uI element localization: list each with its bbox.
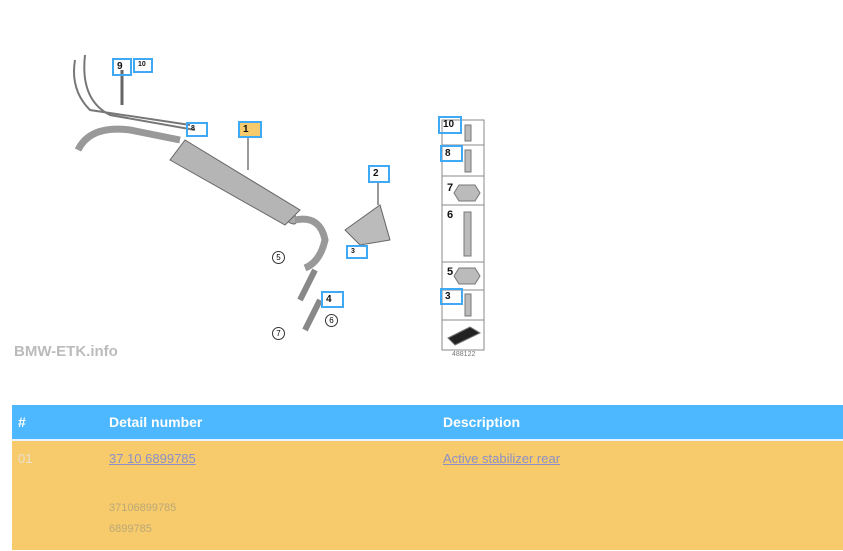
alt-number: 37106899785	[109, 502, 177, 514]
watermark: BMW-ETK.info	[14, 343, 118, 360]
hotspot-3[interactable]: 3	[346, 245, 368, 259]
alt-number: 6899785	[109, 523, 152, 535]
callout-7: 7	[272, 327, 285, 340]
hotspot-8[interactable]: 8	[186, 122, 208, 137]
col-detail-number: Detail number	[103, 405, 437, 441]
hotspot-10[interactable]: 10	[133, 58, 153, 73]
detail-number-link[interactable]: 37 10 6899785	[109, 451, 196, 466]
legend-label: 6	[447, 209, 453, 221]
legend-hotspot-10[interactable]: 10	[438, 116, 462, 134]
table-header: # Detail number Description	[12, 405, 843, 441]
parts-table: # Detail number Description 01 37 10 689…	[12, 405, 843, 550]
row-index: 01	[18, 451, 33, 466]
hotspot-9[interactable]: 9	[112, 58, 132, 76]
col-description: Description	[437, 405, 843, 441]
table-row[interactable]: 01 37 10 6899785 37106899785 6899785 Acti…	[12, 440, 843, 550]
legend-label: 5	[447, 266, 453, 278]
description-link[interactable]: Active stabilizer rear	[443, 451, 561, 466]
hotspot-2[interactable]: 2	[368, 165, 390, 183]
legend-label: 7	[447, 182, 453, 194]
callout-6: 6	[325, 314, 338, 327]
diagram-ref-number: 488122	[452, 351, 476, 358]
hotspot-4[interactable]: 4	[321, 291, 344, 308]
parts-diagram: 7 6 5 9 10 8 1 2 3 4 10 8 3 5 6 7 BMW-ET…	[14, 54, 485, 360]
hotspot-1-selected[interactable]: 1	[238, 121, 262, 138]
legend-hotspot-3[interactable]: 3	[440, 288, 463, 305]
col-index: #	[12, 405, 103, 441]
legend-hotspot-8[interactable]: 8	[440, 145, 463, 162]
callout-5: 5	[272, 251, 285, 264]
